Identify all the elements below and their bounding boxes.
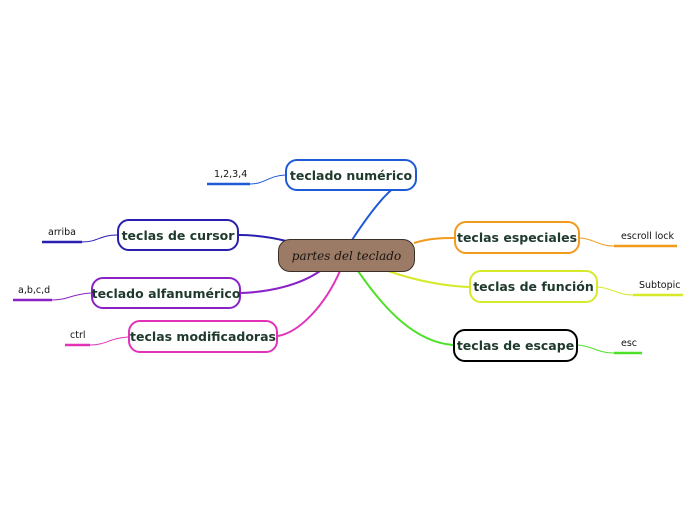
topic-teclas-cursor[interactable]: teclas de cursor [117, 219, 239, 251]
connector-teclas-modificadoras [277, 270, 341, 337]
connector-teclas-funcion [387, 270, 470, 288]
topic-label: teclas de escape [456, 338, 575, 353]
connector-leaf-cursor [81, 234, 118, 243]
topic-teclas-funcion[interactable]: teclas de función [469, 270, 598, 303]
connector-teclas-escape [357, 270, 454, 346]
connector-leaf-modif [89, 336, 129, 346]
topic-teclado-numerico[interactable]: teclado numérico [285, 159, 417, 191]
connector-leaf-funcion [597, 286, 634, 296]
leaf-label: Subtopic [639, 280, 681, 291]
topic-teclas-modificadoras[interactable]: teclas modificadoras [128, 320, 278, 353]
connector-leaf-numerico [249, 174, 286, 185]
leaf-funcion[interactable]: Subtopic [639, 280, 681, 291]
connector-leaf-escape [577, 344, 615, 354]
topic-label: teclas de función [473, 279, 594, 294]
central-topic[interactable]: partes del teclado [278, 239, 415, 272]
leaf-label: a,b,c,d [18, 285, 51, 296]
leaf-cursor[interactable]: arriba [48, 227, 76, 238]
leaf-label: ctrl [70, 330, 86, 341]
topic-teclas-especiales[interactable]: teclas especiales [454, 221, 580, 254]
topic-label: teclas especiales [456, 230, 578, 245]
connector-teclas-especiales [413, 237, 455, 244]
topic-label: teclas modificadoras [130, 329, 276, 344]
topic-label: teclado alfanumérico [91, 285, 241, 301]
leaf-numerico[interactable]: 1,2,3,4 [214, 169, 247, 180]
leaf-label: 1,2,3,4 [214, 169, 248, 180]
leaf-especiales[interactable]: escroll lock [621, 231, 674, 242]
leaf-alfa[interactable]: a,b,c,d [18, 285, 50, 296]
topic-teclado-alfanumerico[interactable]: teclado alfanumérico [91, 277, 241, 309]
connector-teclado-alfanumerico [240, 270, 321, 294]
leaf-label: esc [621, 338, 638, 349]
central-topic-label: partes del teclado [291, 248, 402, 263]
connector-leaf-alfa [51, 292, 92, 301]
connector-leaf-especiales [579, 237, 615, 247]
topic-teclas-escape[interactable]: teclas de escape [453, 329, 578, 362]
leaf-label: arriba [48, 227, 76, 238]
leaf-label: escroll lock [621, 231, 675, 242]
topic-label: teclado numérico [289, 167, 413, 183]
topic-label: teclas de cursor [121, 227, 235, 243]
leaf-modif[interactable]: ctrl [70, 330, 86, 341]
leaf-escape[interactable]: esc [621, 338, 637, 349]
